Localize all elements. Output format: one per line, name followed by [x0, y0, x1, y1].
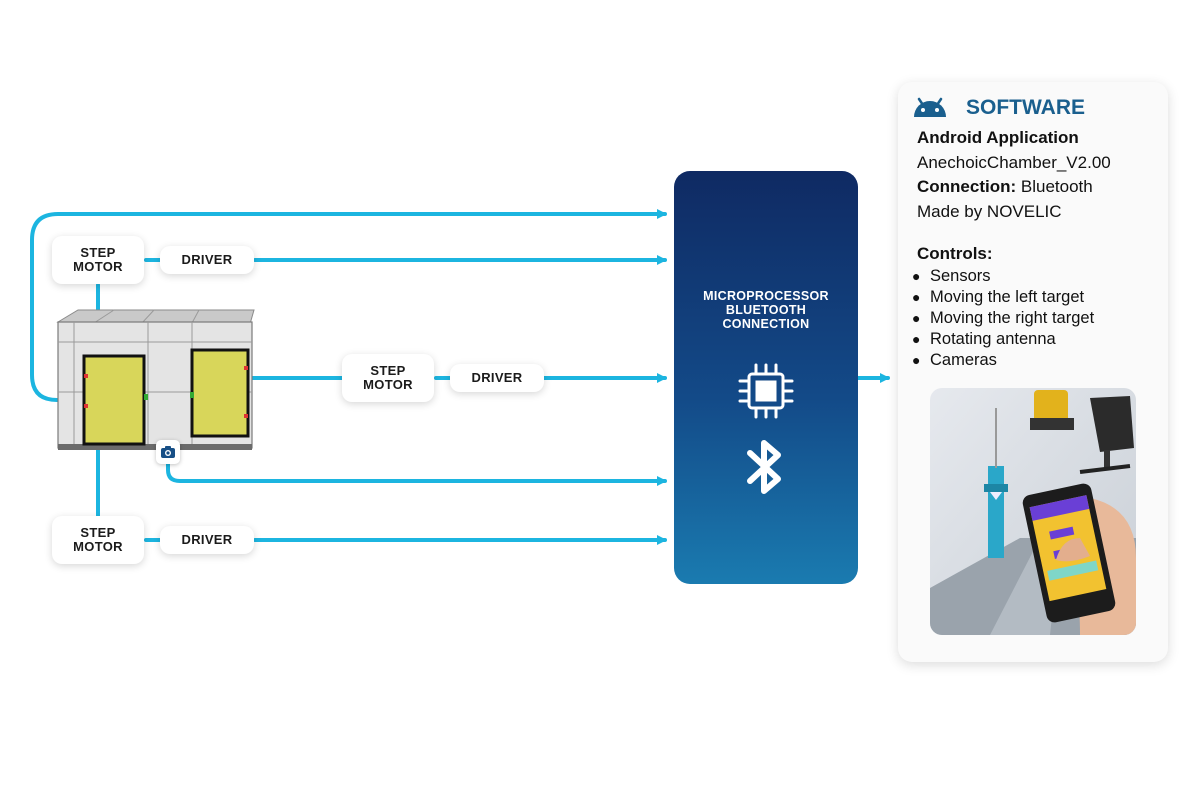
list-item: ●Cameras	[912, 351, 997, 369]
step-motor-bottom: STEP MOTOR	[52, 516, 144, 564]
software-card: SOFTWARE Android Application AnechoicCha…	[898, 82, 1168, 662]
android-icon	[914, 97, 946, 117]
list-item: ●Sensors	[912, 267, 991, 285]
mcu-title: MICROPROCESSOR BLUETOOTH CONNECTION	[703, 289, 829, 331]
app-photo	[930, 388, 1136, 635]
connection-label: Connection:	[917, 177, 1017, 196]
step-motor-mid: STEP MOTOR	[342, 354, 434, 402]
camera-icon	[156, 440, 180, 464]
wire-top-loop	[30, 209, 667, 402]
driver-top: DRIVER	[160, 246, 254, 274]
driver-mid: DRIVER	[450, 364, 544, 392]
chip-icon	[738, 363, 794, 419]
app-heading: Android Application	[917, 128, 1079, 147]
software-title: SOFTWARE	[966, 96, 1085, 119]
controls-heading: Controls:	[917, 244, 993, 263]
step-motor-top: STEP MOTOR	[52, 236, 144, 284]
bluetooth-icon	[747, 440, 781, 494]
list-item: ●Moving the left target	[912, 288, 1085, 306]
list-item: ●Moving the right target	[912, 309, 1095, 327]
driver-bottom: DRIVER	[160, 526, 254, 554]
connection-line: Connection: Bluetooth	[917, 177, 1093, 197]
connection-value: Bluetooth	[1016, 177, 1093, 196]
wire-camera-mcu	[166, 462, 667, 486]
list-item: ●Rotating antenna	[912, 330, 1056, 348]
anechoic-chamber	[56, 309, 255, 450]
microprocessor-block: MICROPROCESSOR BLUETOOTH CONNECTION	[674, 171, 858, 584]
app-name: AnechoicChamber_V2.00	[917, 153, 1111, 172]
controls-list: ●Sensors ●Moving the left target ●Moving…	[912, 266, 1094, 371]
made-by: Made by NOVELIC	[917, 202, 1062, 221]
